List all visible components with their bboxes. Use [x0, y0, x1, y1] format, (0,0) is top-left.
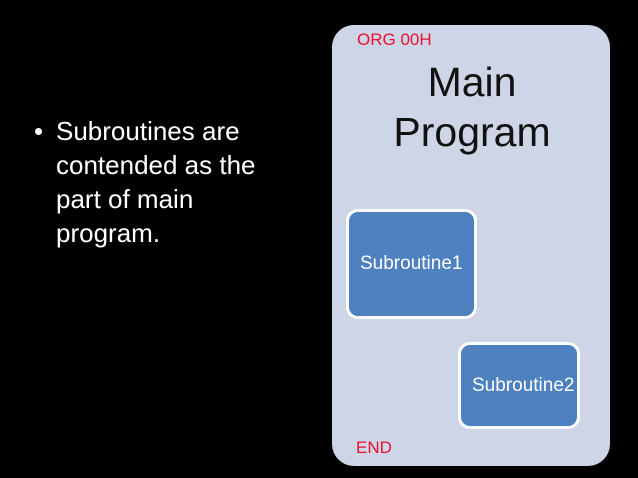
subroutine-2-label: Subroutine2	[472, 374, 575, 396]
subroutine-2-box: Subroutine2	[458, 342, 580, 429]
list-item: • Subroutines are contended as the part …	[30, 114, 290, 250]
page-title: Main Program	[393, 59, 551, 155]
bullet-text: Subroutines are contended as the part of…	[56, 116, 256, 248]
main-program-panel: ORG 00H Main Program Subroutine1 Subrout…	[332, 25, 610, 466]
subroutine-1-box: Subroutine1	[346, 209, 477, 319]
bullet-marker-icon: •	[34, 116, 44, 146]
bullet-list: • Subroutines are contended as the part …	[30, 114, 290, 250]
end-directive-label: END	[356, 438, 392, 457]
org-directive-label: ORG 00H	[357, 30, 432, 49]
subroutine-1-label: Subroutine1	[360, 253, 463, 274]
